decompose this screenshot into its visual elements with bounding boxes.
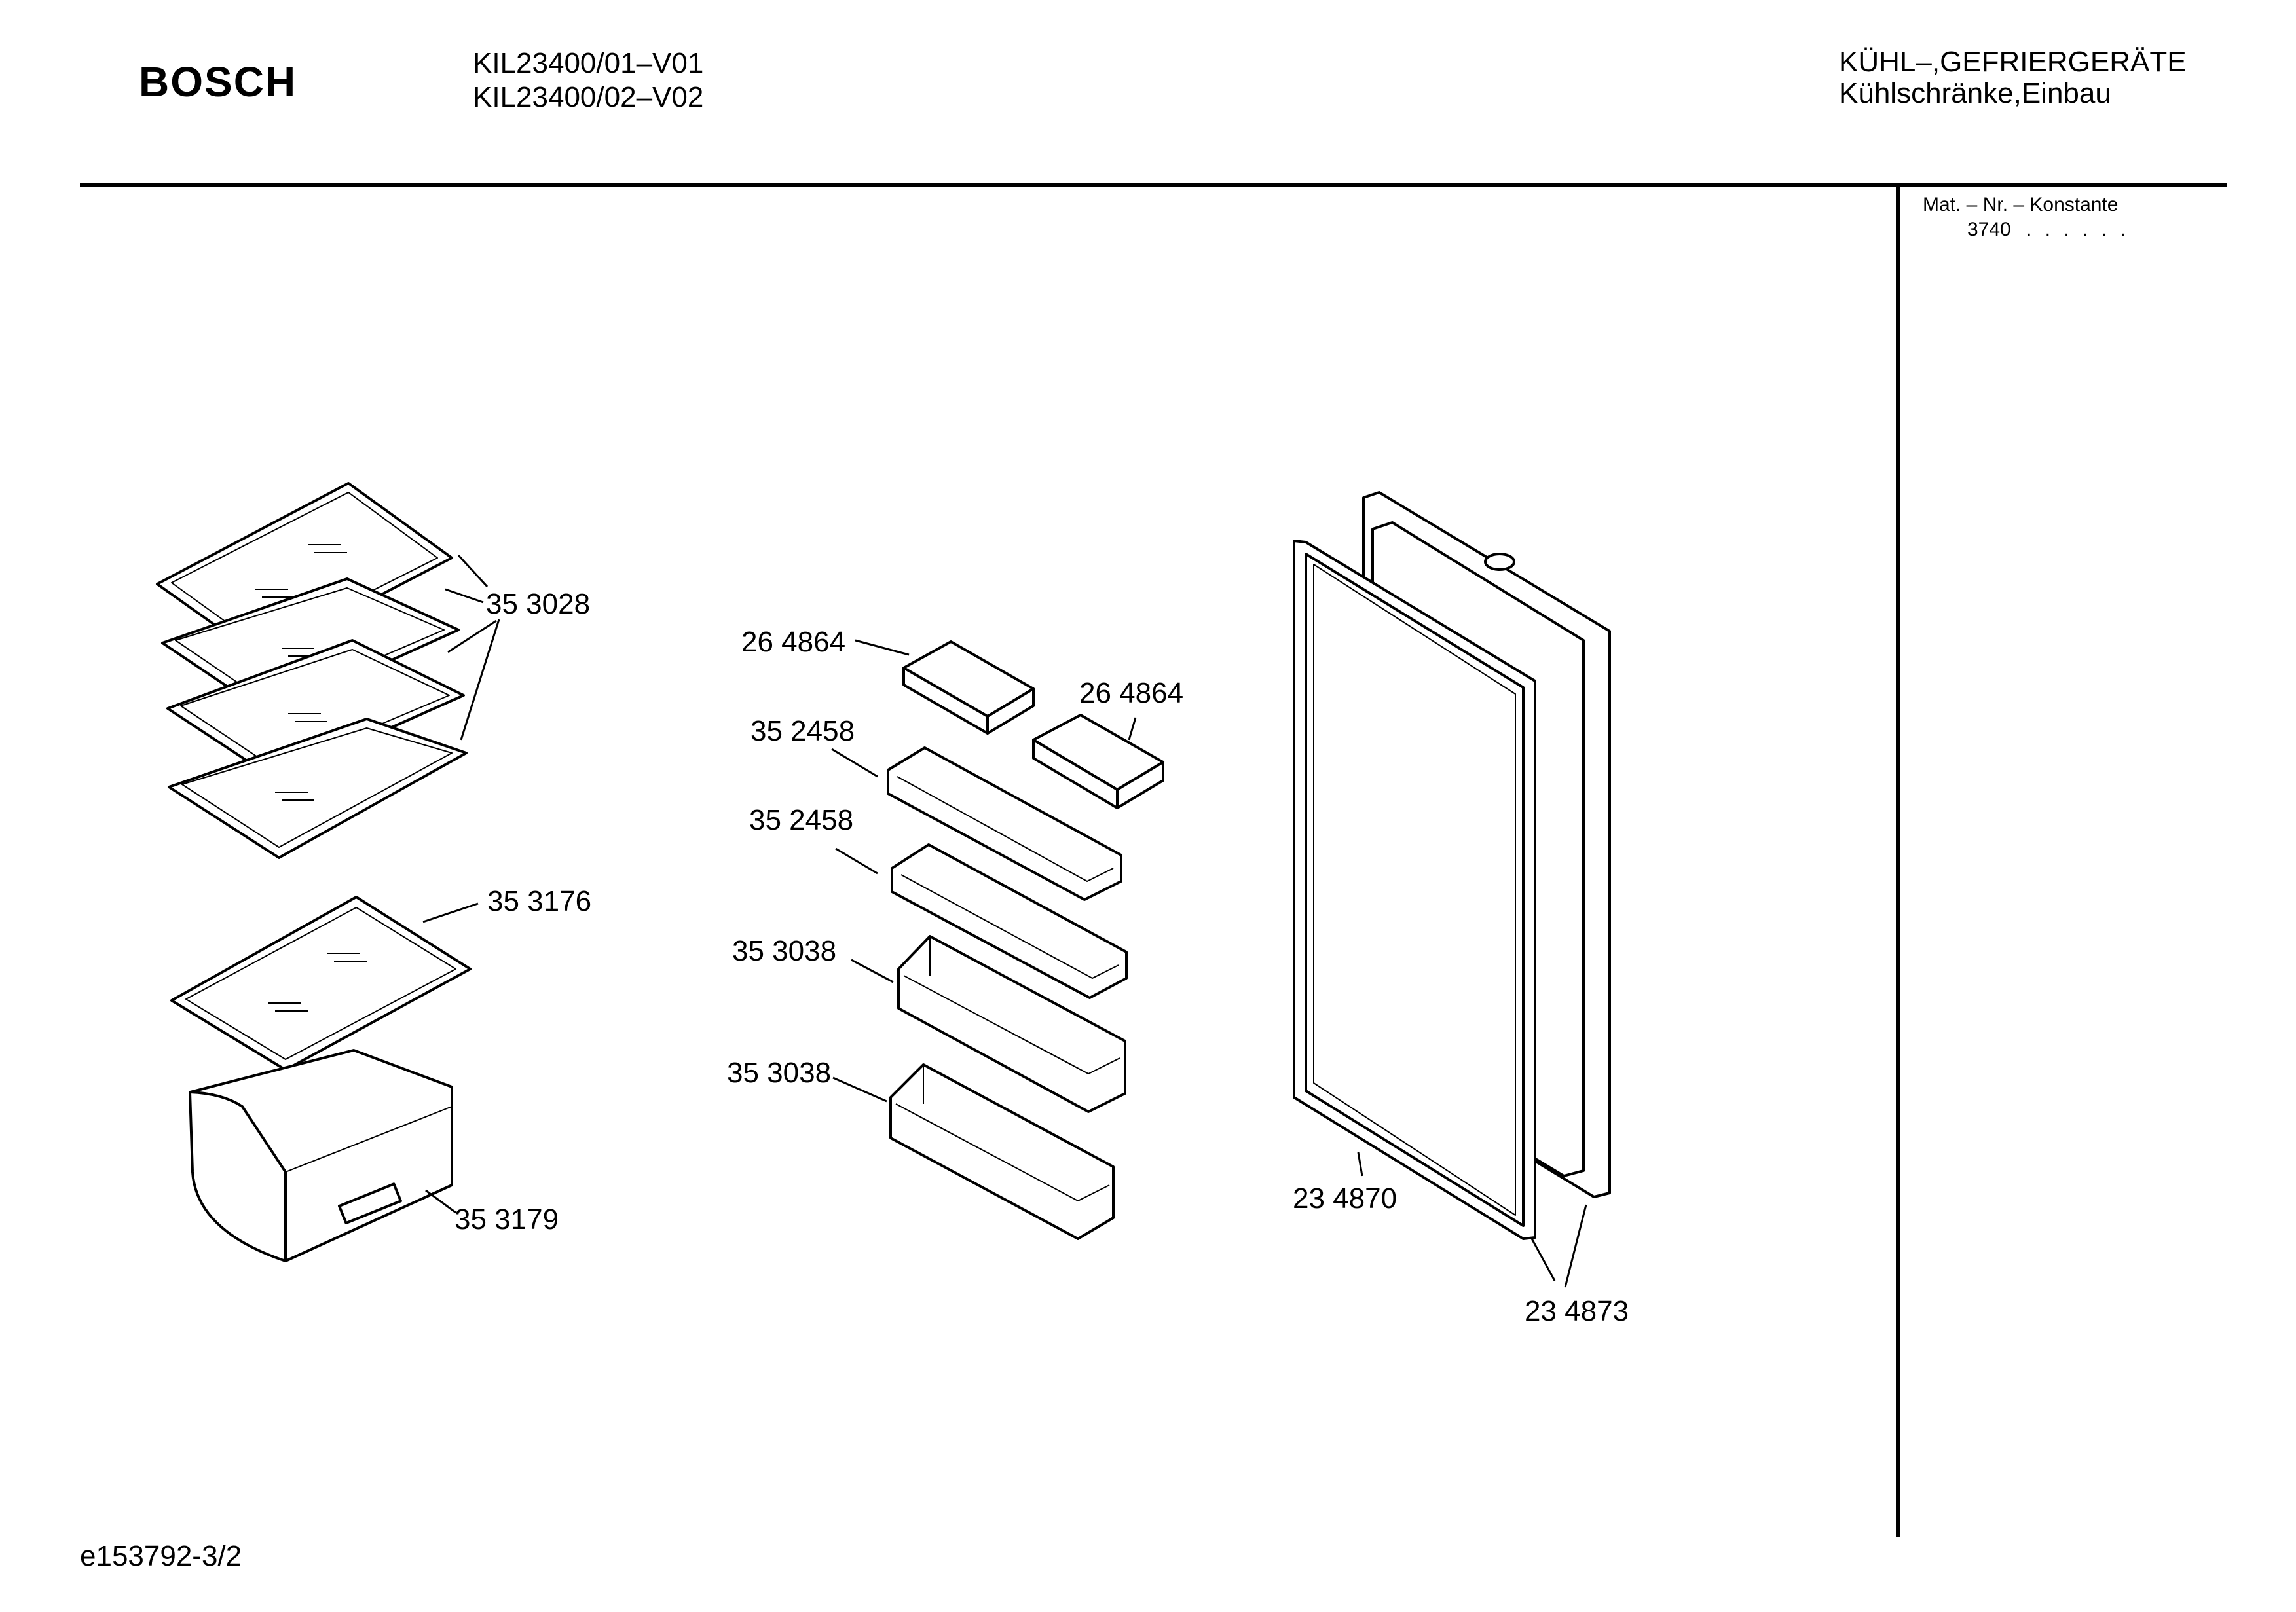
mat-nr-value: 3740 xyxy=(1967,219,2011,240)
mat-nr-title: Mat. – Nr. – Konstante xyxy=(1923,194,2119,215)
part-label-264864-top: 26 4864 xyxy=(741,626,846,658)
glass-shelf-353176 xyxy=(170,896,472,1071)
part-label-353028: 35 3028 xyxy=(486,588,591,620)
bottle-rack-1 xyxy=(897,935,1126,1113)
part-label-352458-upper: 35 2458 xyxy=(750,715,855,747)
part-label-352458-lower: 35 2458 xyxy=(749,804,854,836)
part-label-353038-lower: 35 3038 xyxy=(727,1057,832,1089)
door-balcony-1 xyxy=(887,746,1122,901)
brand-logo: BOSCH xyxy=(139,58,297,105)
part-label-353179: 35 3179 xyxy=(454,1203,559,1236)
category-subtitle: Kühlschränke,Einbau xyxy=(1839,77,2111,109)
model-number-2: KIL23400/02–V02 xyxy=(473,81,704,113)
glass-shelf-3 xyxy=(166,639,465,780)
model-number-1: KIL23400/01–V01 xyxy=(473,47,704,79)
part-label-234870: 23 4870 xyxy=(1293,1182,1398,1215)
butter-tray-1 xyxy=(902,640,1035,735)
bottle-rack-2 xyxy=(889,1063,1115,1240)
door-balcony-2 xyxy=(891,843,1128,999)
glass-shelf-4 xyxy=(168,718,468,859)
leader-lines xyxy=(422,554,1587,1288)
crisper-drawer xyxy=(189,1049,453,1262)
part-label-353038-upper: 35 3038 xyxy=(732,935,837,967)
mat-nr-dots: . . . . . . xyxy=(2026,219,2130,240)
part-label-264864-right: 26 4864 xyxy=(1079,677,1184,709)
drawing-code: e153792-3/2 xyxy=(80,1540,242,1572)
butter-tray-2 xyxy=(1032,714,1164,809)
part-label-234873: 23 4873 xyxy=(1525,1295,1629,1327)
category-title: KÜHL–,GEFRIERGERÄTE xyxy=(1839,46,2187,78)
part-label-353176: 35 3176 xyxy=(487,885,592,917)
door-gasket xyxy=(1293,540,1536,1240)
